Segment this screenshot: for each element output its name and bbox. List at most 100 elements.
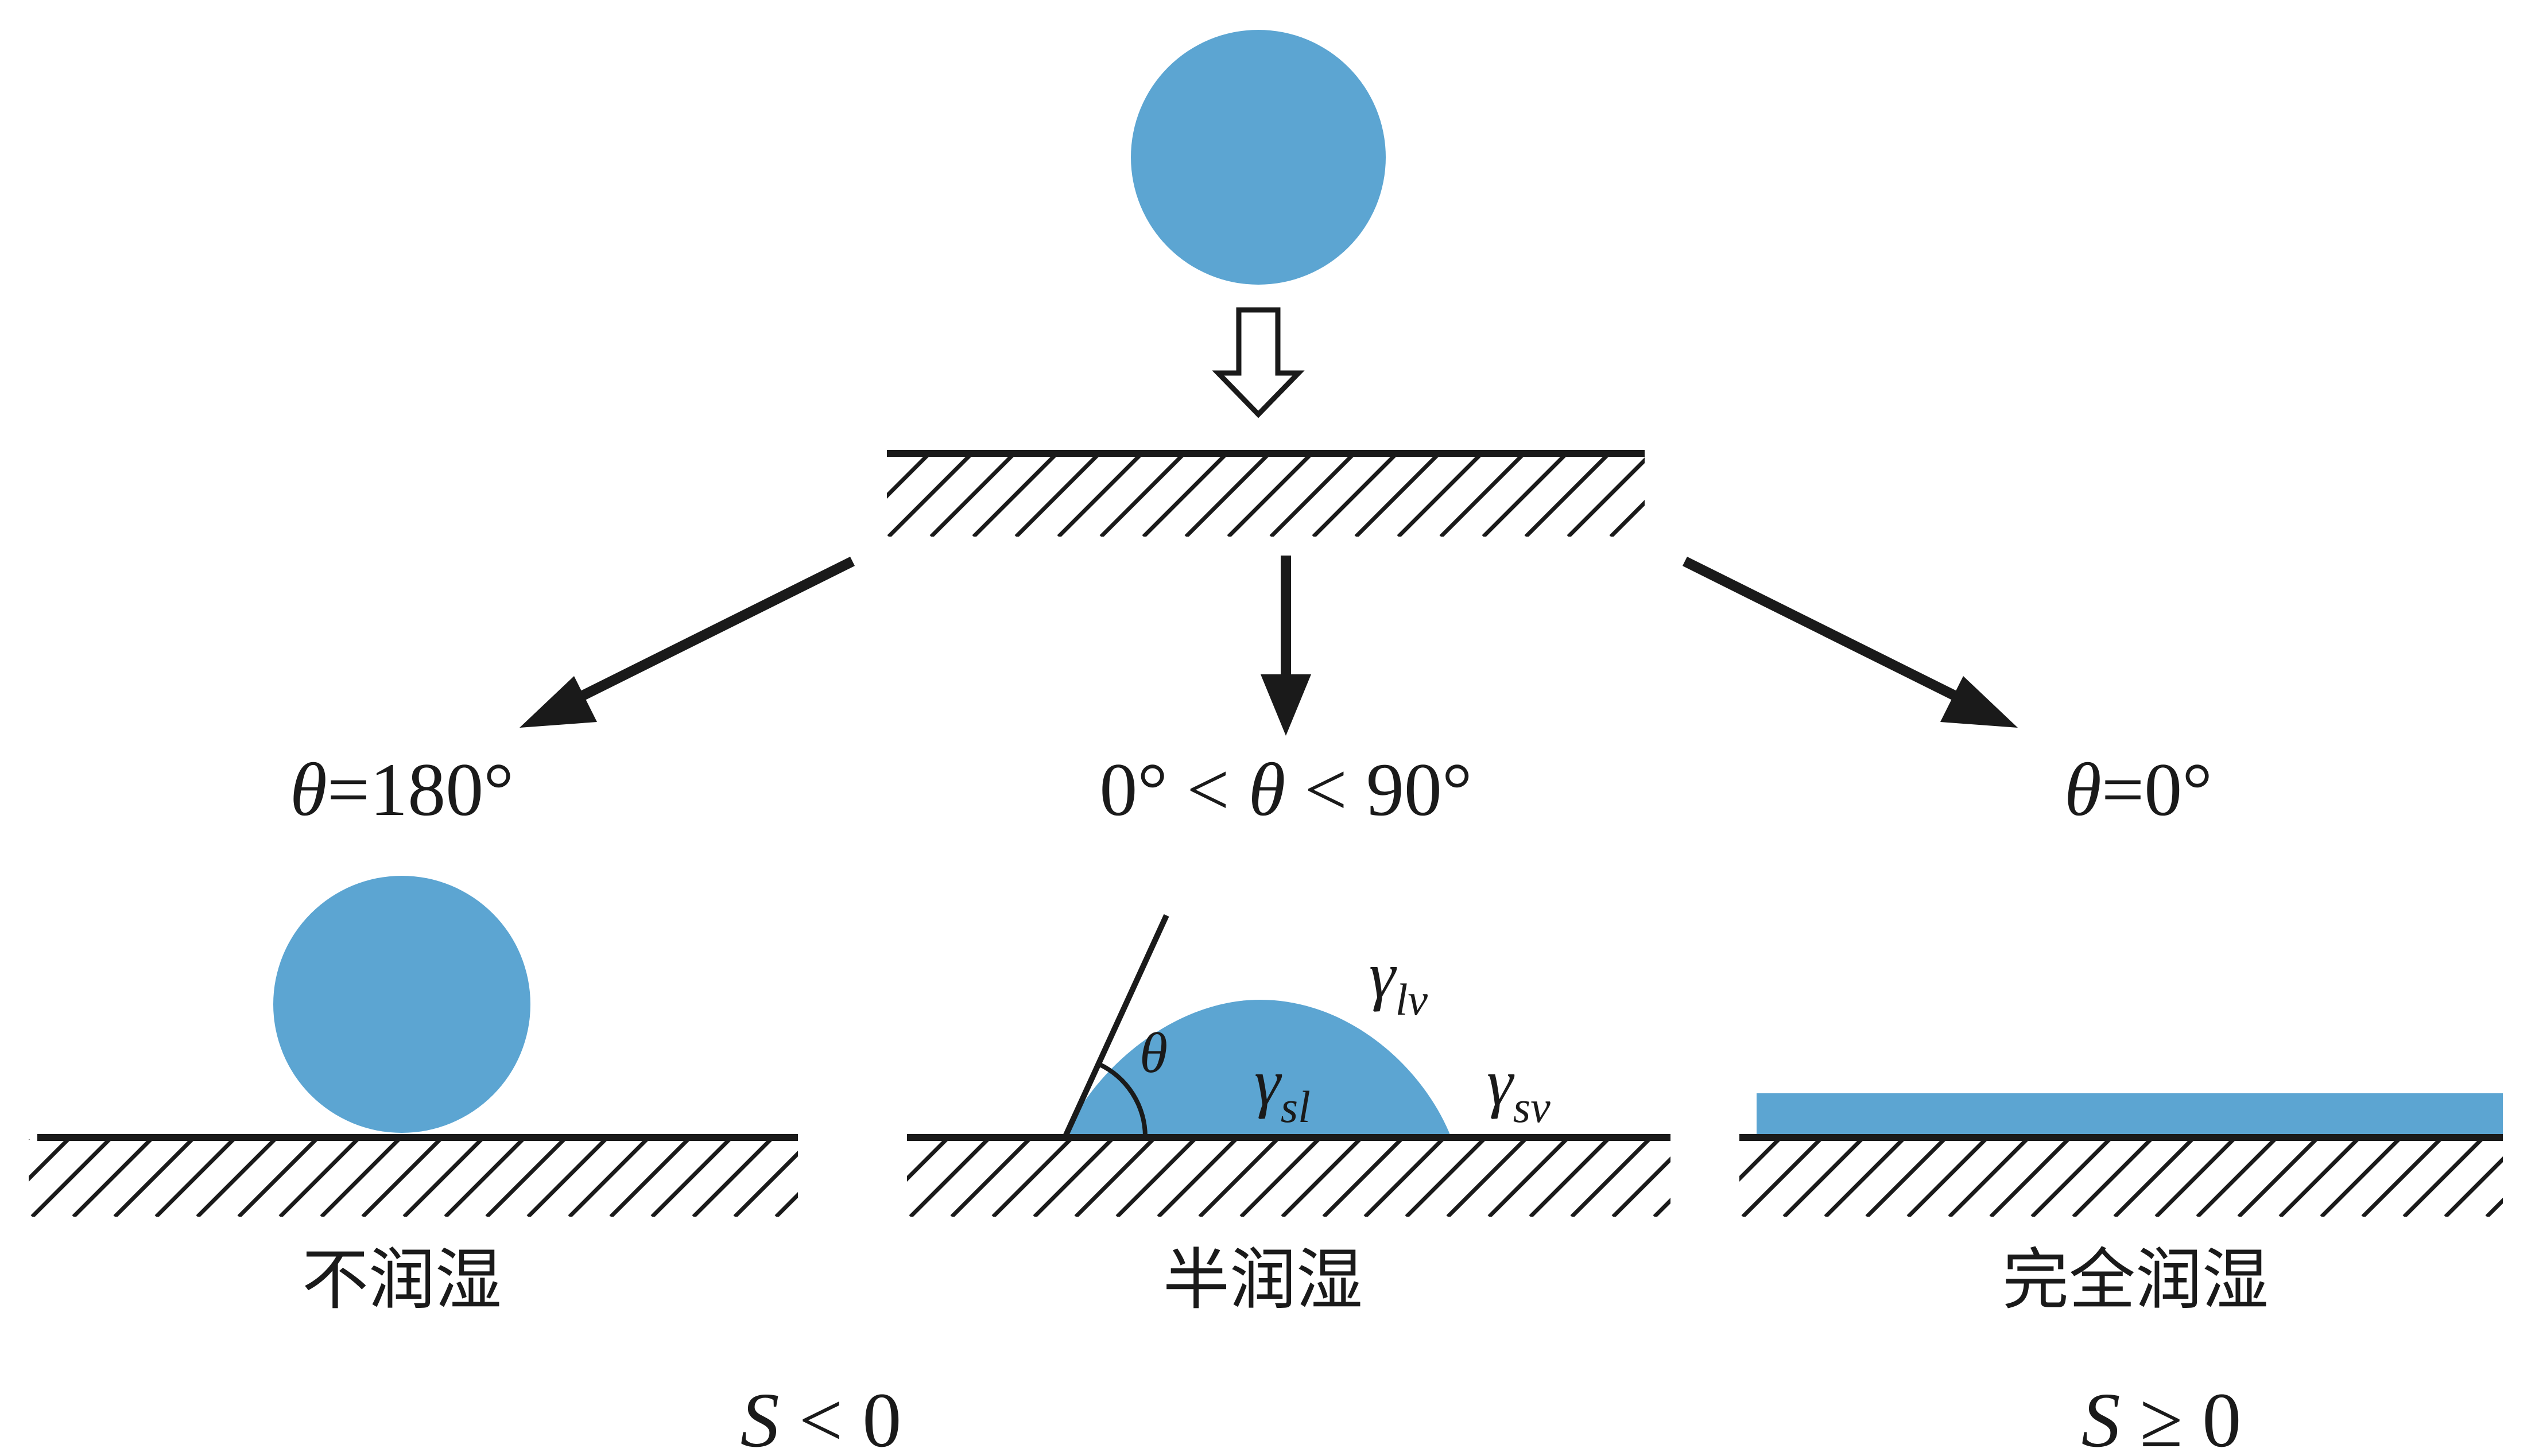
hatch-line (1115, 1139, 1197, 1217)
partial-wetting-droplet (1065, 1000, 1451, 1137)
hatch-line (1570, 1139, 1652, 1217)
hatch-line (950, 1139, 1032, 1217)
center-surface-hatch (907, 1139, 1670, 1217)
hatch-line (733, 1151, 798, 1217)
hatch-line (1611, 1156, 1670, 1217)
hatch-line (1948, 1139, 2030, 1217)
center-angle-label: 0° < θ < 90° (1099, 747, 1472, 832)
hatch-line (1184, 455, 1271, 537)
hatch-line (2154, 1139, 2236, 1217)
hatch-line (1198, 1139, 1280, 1217)
arrow-to-right-case (1682, 556, 2018, 728)
hatch-line (1439, 455, 1526, 537)
hatch-line (1609, 500, 1645, 537)
hatch-line (1739, 1139, 1741, 1140)
hatch-line (887, 455, 931, 499)
left-surface-hatch (29, 1139, 798, 1217)
hollow-arrow-icon (1212, 307, 1305, 418)
left-case-name: 不润湿 (302, 1241, 502, 1319)
spreading-left: S < 0 (741, 1377, 902, 1456)
right-angle-label: θ=0° (2064, 747, 2212, 832)
hatch-line (196, 1139, 278, 1217)
hatch-line (1529, 1139, 1611, 1217)
hatch-line (444, 1139, 526, 1217)
hatch-line (1312, 455, 1398, 537)
right-surface-hatch (1739, 1139, 2503, 1217)
hatch-line (907, 1139, 949, 1182)
contact-angle-arc (1098, 1062, 1148, 1138)
hatch-line (1405, 1139, 1487, 1217)
inner-angle-label: θ (1139, 1021, 1168, 1085)
hatch-line (1281, 1139, 1363, 1217)
hatch-line (72, 1139, 154, 1217)
hatch-line (774, 1192, 798, 1217)
gamma-sv-label: γsv (1487, 1046, 1551, 1132)
hatch-line (1142, 455, 1228, 537)
hatch-line (1906, 1139, 1989, 1217)
hatch-line (278, 1139, 361, 1217)
hatch-line (1487, 1139, 1569, 1217)
hatch-line (2402, 1139, 2484, 1217)
hatch-line (2361, 1139, 2443, 1217)
falling-droplet (1131, 30, 1386, 285)
hatch-line (2320, 1139, 2402, 1217)
hatch-line (1741, 1139, 1823, 1217)
hatch-line (1354, 455, 1441, 537)
hatch-line (1397, 455, 1483, 537)
hatch-line (568, 1139, 650, 1217)
hatch-line (320, 1139, 402, 1217)
arrow-to-left-case (520, 556, 855, 728)
center-case-name: 半润湿 (1163, 1241, 1363, 1319)
gamma-sl-label: γsl (1254, 1046, 1311, 1132)
hatch-line (972, 455, 1059, 537)
hatch-line (154, 1139, 237, 1217)
arrow-to-center-case (1261, 556, 1311, 736)
hatch-line (2072, 1139, 2154, 1217)
hatch-line (2113, 1139, 2195, 1217)
hatch-line (650, 1139, 732, 1217)
hatch-line (2196, 1139, 2278, 1217)
hatch-line (29, 1139, 30, 1140)
hatch-line (1653, 1198, 1670, 1217)
hatch-line (485, 1139, 567, 1217)
hatch-line (2030, 1139, 2112, 1217)
gamma-lv-label: γlv (1369, 939, 1428, 1024)
tangent-line (1062, 914, 1169, 1139)
hatch-line (2485, 1198, 2503, 1217)
hatch-line (1057, 455, 1144, 537)
hatch-line (1074, 1139, 1156, 1217)
hatch-line (1567, 457, 1645, 537)
hatch-line (1239, 1139, 1321, 1217)
hatch-line (526, 1139, 608, 1217)
hatch-line (29, 1139, 71, 1182)
hatch-line (1033, 1139, 1115, 1217)
hatch-line (609, 1139, 691, 1217)
hatch-line (30, 1139, 113, 1217)
hatch-line (1322, 1139, 1404, 1217)
hatch-line (402, 1139, 484, 1217)
hatch-line (1989, 1139, 2071, 1217)
hatch-line (113, 1139, 195, 1217)
hatch-line (2237, 1139, 2319, 1217)
hatch-line (1782, 1139, 1865, 1217)
right-case-name: 完全润湿 (2002, 1241, 2269, 1319)
non-wetting-droplet (273, 876, 530, 1133)
hatch-line (1363, 1139, 1445, 1217)
hatch-line (1865, 1139, 1947, 1217)
hatch-line (887, 455, 974, 537)
hatch-line (692, 1139, 774, 1217)
hatch-line (1227, 455, 1313, 537)
hatch-line (1269, 455, 1356, 537)
hatch-line (909, 1139, 991, 1217)
left-angle-label: θ=180° (290, 747, 514, 832)
hatch-line (1524, 455, 1611, 537)
hatch-line (1824, 1139, 1906, 1217)
complete-wetting-film (1757, 1093, 2503, 1136)
hatch-line (2444, 1156, 2503, 1217)
hatch-line (1014, 455, 1101, 537)
hatch-line (1099, 455, 1186, 537)
hatch-line (1157, 1139, 1239, 1217)
hatch-line (361, 1139, 443, 1217)
hatch-line (2278, 1139, 2360, 1217)
